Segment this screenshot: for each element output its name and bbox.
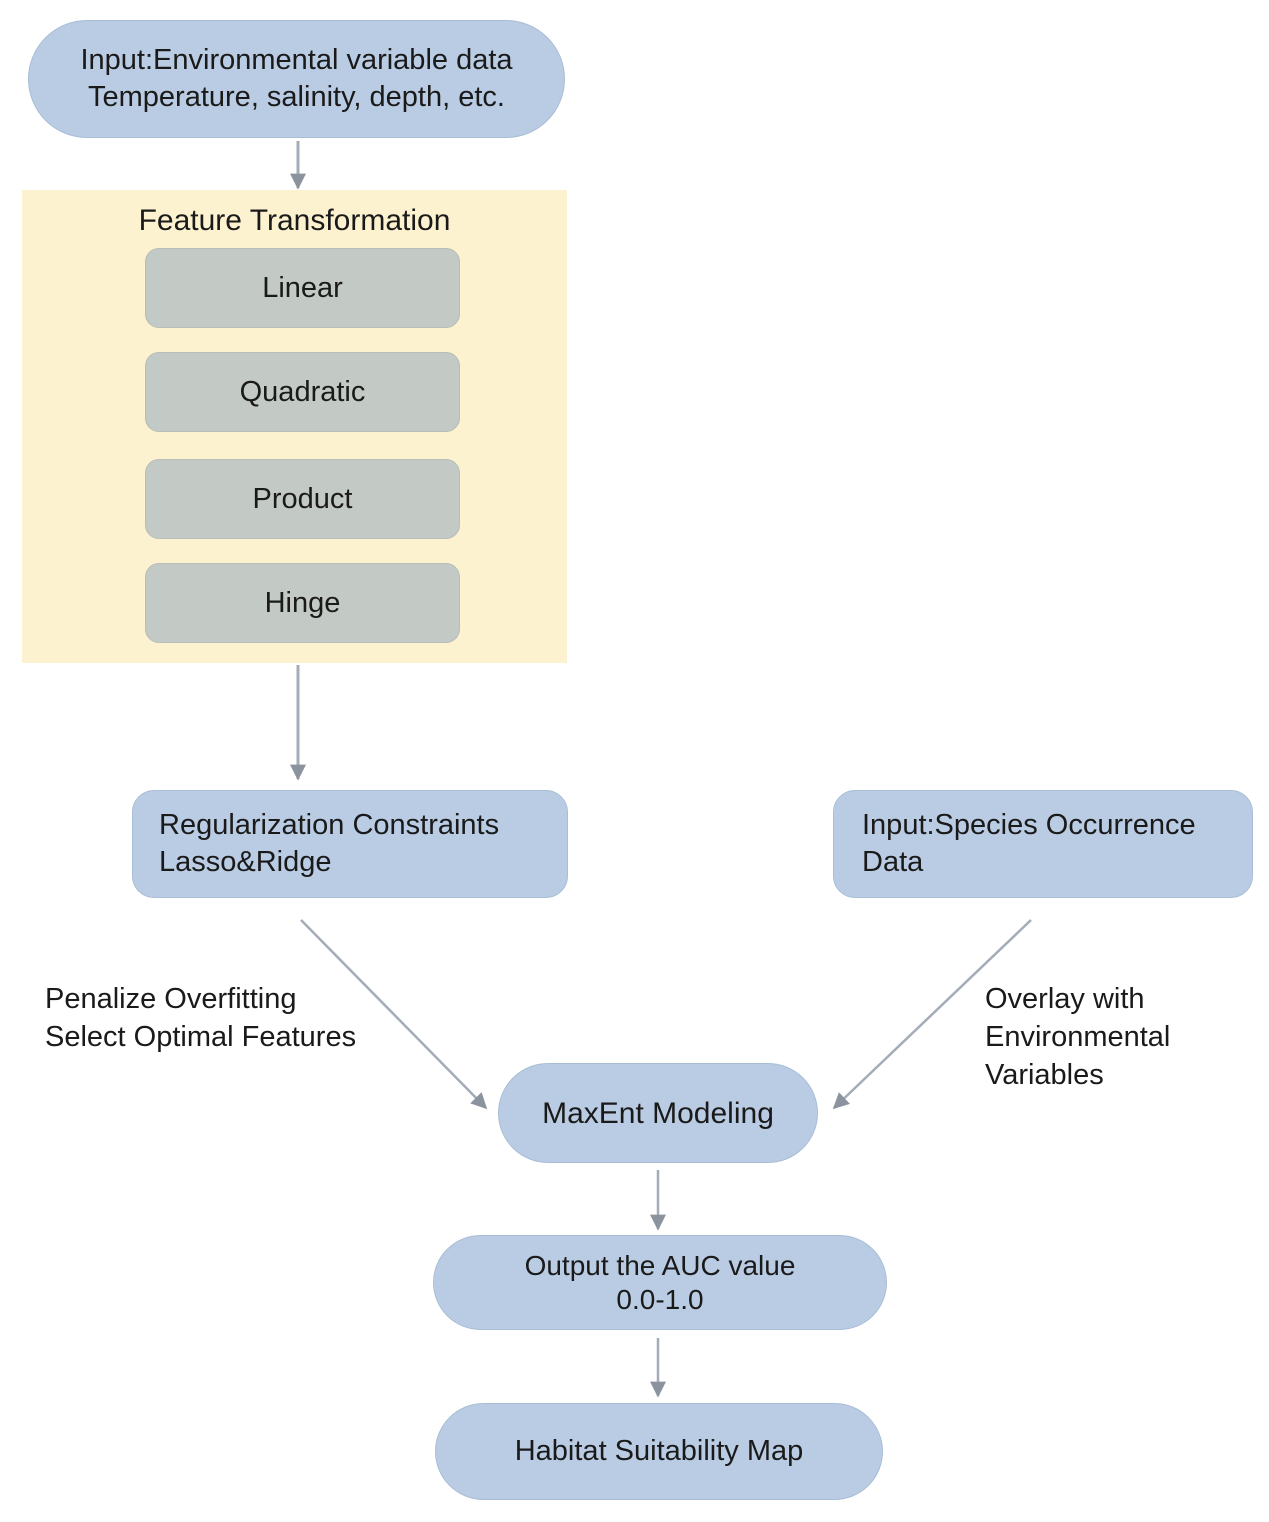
- node-maxent-modeling: MaxEnt Modeling: [498, 1063, 818, 1163]
- node-regularization: Regularization Constraints Lasso&Ridge: [132, 790, 568, 898]
- node-habitat-map: Habitat Suitability Map: [435, 1403, 883, 1500]
- node-env-input-line1: Input:Environmental variable data: [80, 44, 513, 76]
- feature-transformation-panel: Feature Transformation Linear Quadratic …: [22, 190, 567, 663]
- node-env-input-line2: Temperature, salinity, depth, etc.: [88, 81, 505, 113]
- node-habitat-map-label: Habitat Suitability Map: [514, 1435, 804, 1467]
- feature-panel-title: Feature Transformation: [138, 204, 451, 237]
- node-regularization-line2: Lasso&Ridge: [159, 846, 332, 878]
- feature-box-product: Product: [145, 459, 460, 539]
- edge-label-right-line1: Overlay with: [985, 983, 1145, 1015]
- edge-label-left-line1: Penalize Overfitting: [45, 983, 297, 1015]
- edge-label-overlay-variables: Overlay with Environmental Variables: [985, 980, 1170, 1094]
- edge-label-left-line2: Select Optimal Features: [45, 1021, 357, 1053]
- node-species-input-line2: Data: [862, 846, 924, 878]
- node-auc-output-line2: 0.0-1.0: [616, 1283, 704, 1315]
- node-maxent-label: MaxEnt Modeling: [542, 1096, 774, 1130]
- edge-label-right-line2: Environmental: [985, 1021, 1171, 1053]
- node-species-input-line1: Input:Species Occurrence: [862, 809, 1196, 841]
- feature-box-quadratic: Quadratic: [145, 352, 460, 432]
- node-auc-output: Output the AUC value 0.0-1.0: [433, 1235, 887, 1330]
- node-regularization-line1: Regularization Constraints: [159, 809, 500, 841]
- edge-label-penalize-overfitting: Penalize Overfitting Select Optimal Feat…: [45, 980, 356, 1056]
- node-auc-output-line1: Output the AUC value: [524, 1249, 796, 1281]
- feature-box-linear: Linear: [145, 248, 460, 328]
- feature-box-hinge: Hinge: [145, 563, 460, 643]
- edge-label-right-line3: Variables: [985, 1059, 1104, 1091]
- node-env-input: Input:Environmental variable data Temper…: [28, 20, 565, 138]
- node-species-input: Input:Species Occurrence Data: [833, 790, 1253, 898]
